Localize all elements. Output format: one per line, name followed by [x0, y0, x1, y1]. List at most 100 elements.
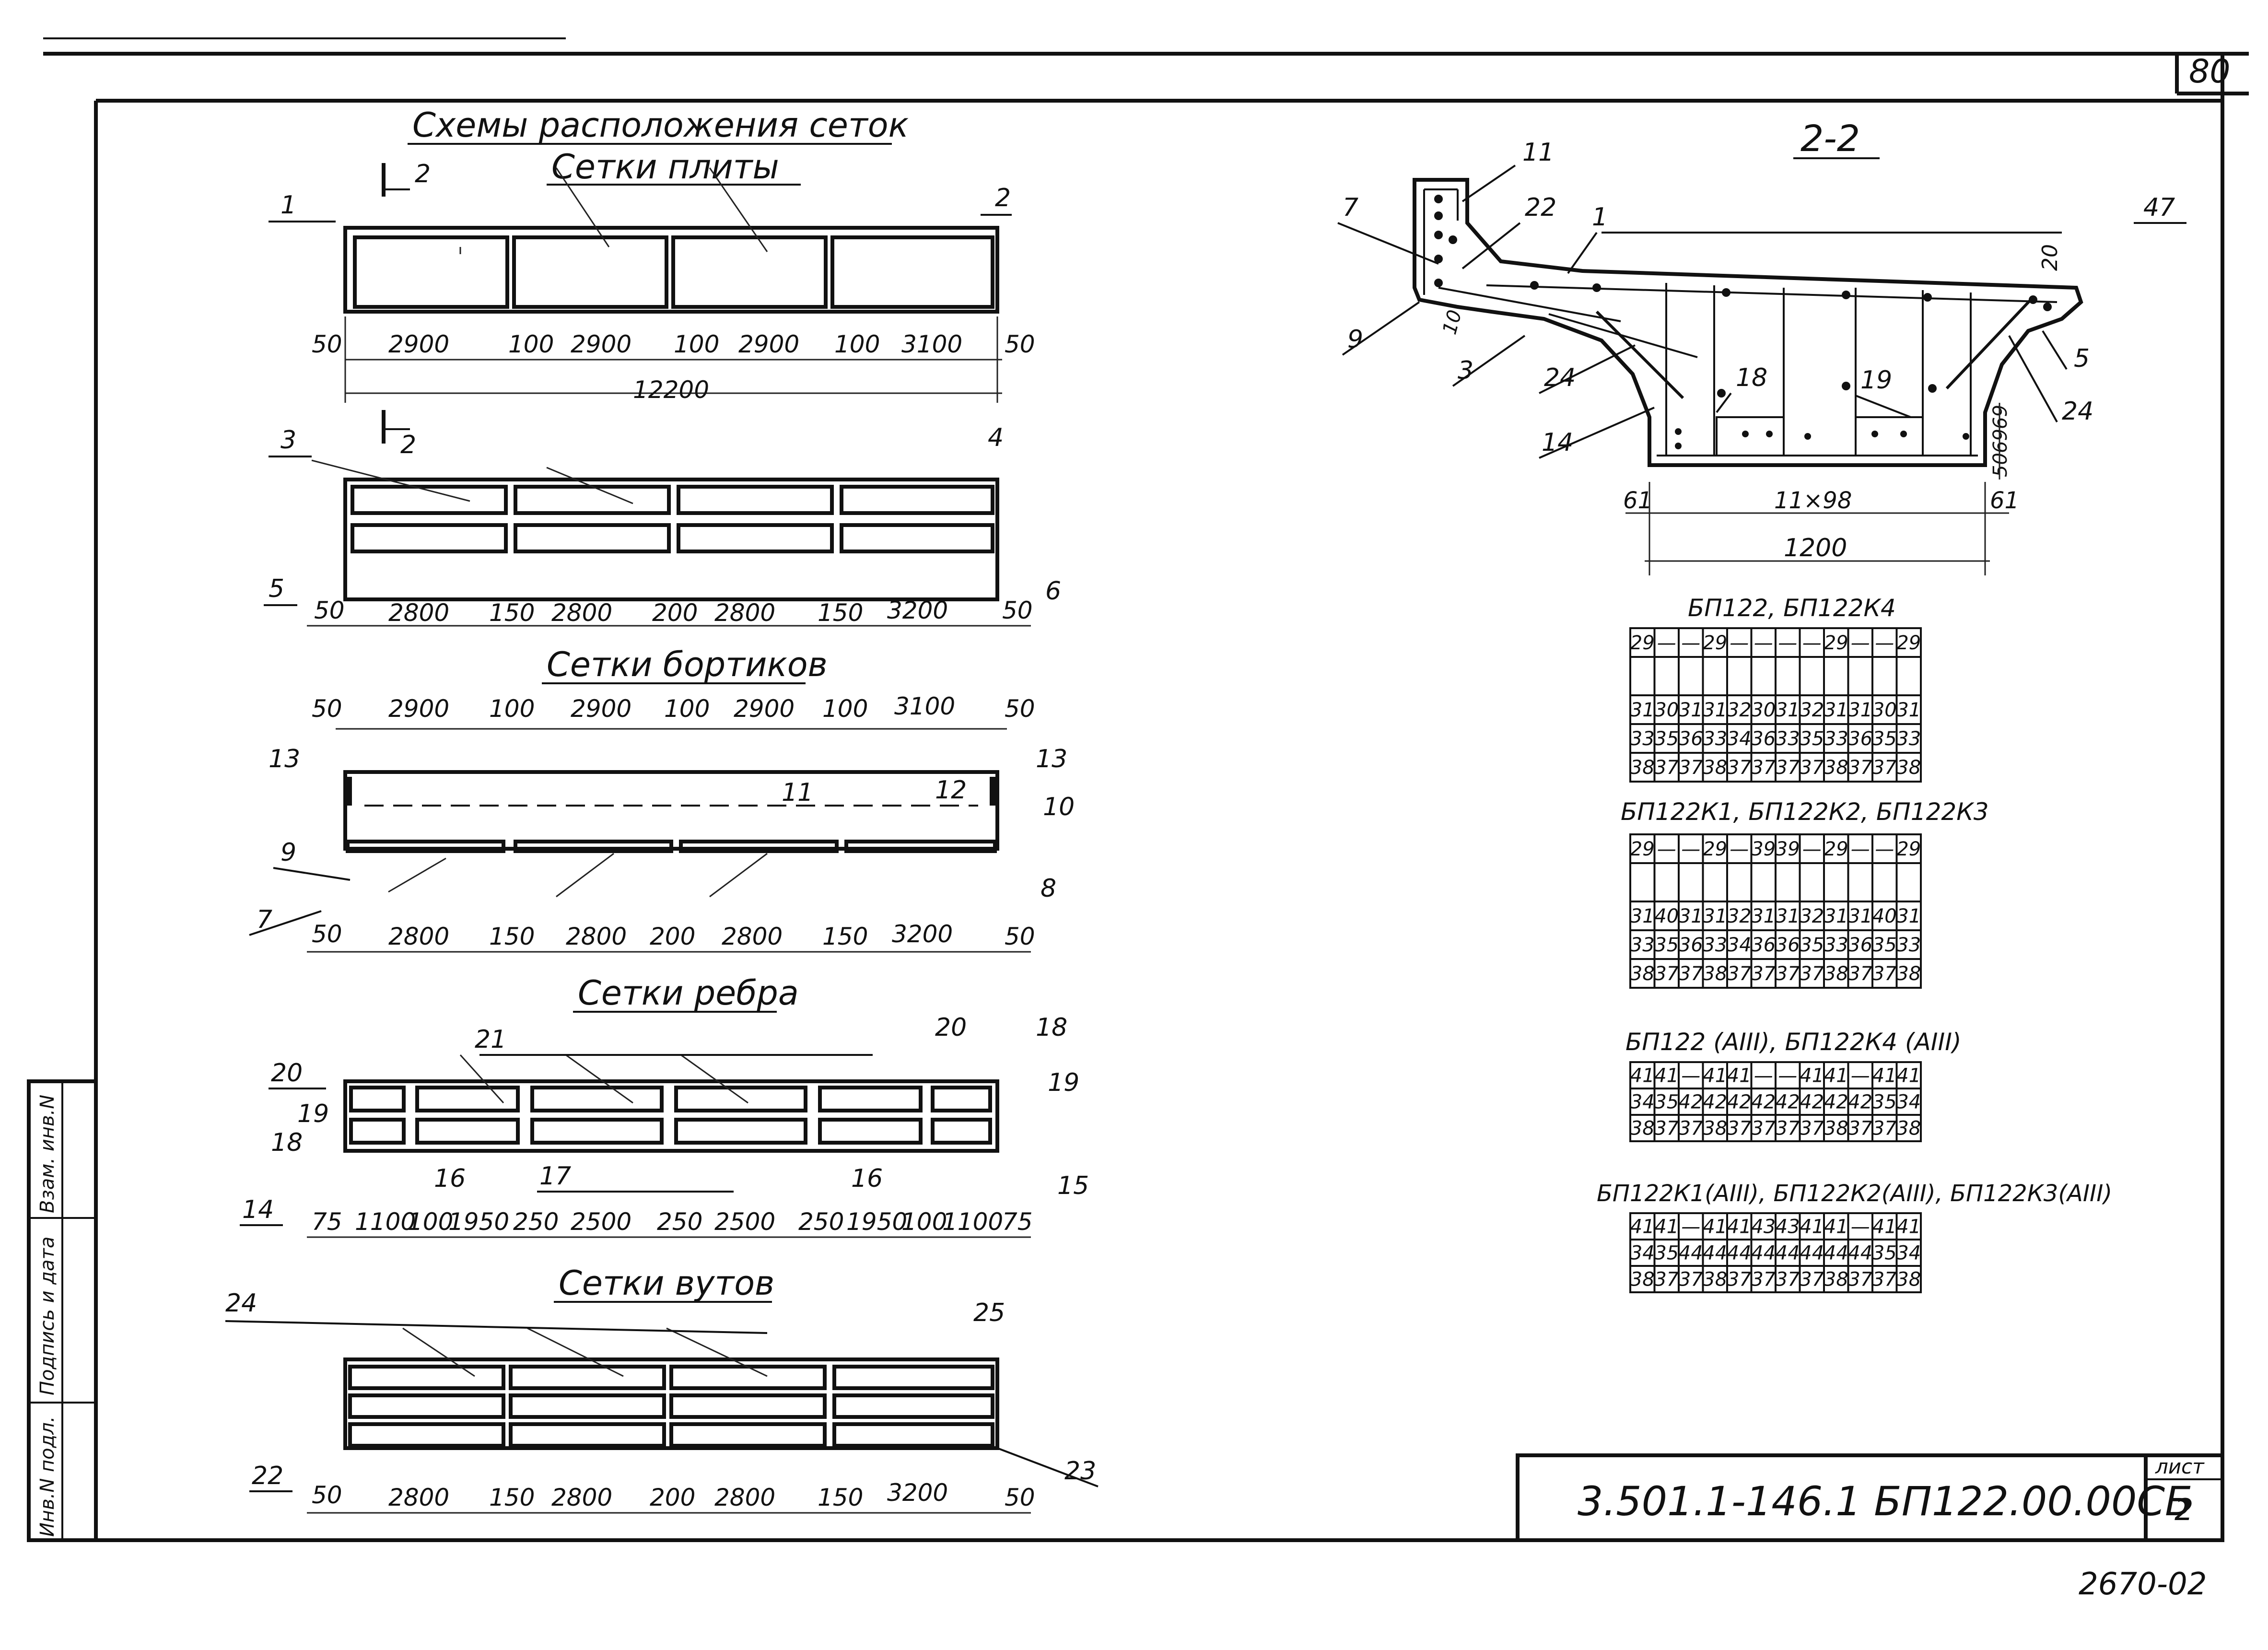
- rib-callout-20b: 20: [935, 1013, 967, 1042]
- margin-stamp-2: Подпись и дата: [36, 1237, 58, 1395]
- table-1-cell: [1823, 656, 1849, 696]
- table-4-cell: [1702, 1265, 1728, 1293]
- table-1-value: 33: [1776, 728, 1800, 750]
- table-2-value: 38: [1630, 963, 1655, 985]
- plate-dim-t6: 100: [834, 330, 880, 358]
- plate-callout-2: 2: [995, 184, 1011, 212]
- table-3-cell: [1895, 1061, 1922, 1089]
- rib-dim-4: 250: [513, 1208, 559, 1236]
- margin-stamp-3: Взам. инв.N: [36, 1095, 58, 1213]
- rib-dim-7: 2500: [714, 1208, 775, 1236]
- corner-number: 80: [2189, 53, 2231, 91]
- section-rebar-dots: [1434, 195, 2052, 449]
- sides-dim-t2: 100: [489, 695, 535, 723]
- table-4-value: 38: [1896, 1269, 1921, 1291]
- section-callout-19: 19: [1860, 366, 1892, 395]
- sides-mesh: [343, 770, 999, 898]
- table-2-cell: [1799, 862, 1825, 902]
- table-1-value: 38: [1824, 757, 1848, 779]
- table-4-value: 35: [1654, 1242, 1679, 1264]
- table-2-cell: [1629, 862, 1656, 902]
- plate-dim-b1: 2800: [388, 599, 449, 627]
- table-4-value: 43: [1751, 1216, 1776, 1238]
- table-1-value: 33: [1824, 728, 1848, 750]
- rib-dim-9: 1950: [846, 1208, 907, 1236]
- plate-dim-b8: 50: [1002, 597, 1033, 624]
- table-1-value: 30: [1872, 699, 1897, 721]
- table-2-cell: [1847, 958, 1873, 989]
- table-1-cell: [1799, 694, 1825, 725]
- table-3-value: —: [1681, 1065, 1700, 1087]
- rib-callout-20a: 20: [271, 1059, 303, 1088]
- haunch-dim-1: 2800: [388, 1484, 449, 1511]
- table-3-value: 41: [1630, 1065, 1655, 1087]
- section-title: 2-2: [1800, 117, 1860, 160]
- table-1-value: 38: [1703, 757, 1727, 779]
- table-4-value: 37: [1751, 1269, 1776, 1291]
- rib-dim-3: 1950: [448, 1208, 509, 1236]
- table-4-value: —: [1851, 1216, 1870, 1238]
- table-2-cell: [1750, 862, 1777, 902]
- table-2-value: 35: [1800, 934, 1824, 956]
- rib-callout-17: 17: [539, 1162, 571, 1191]
- table-3-value: 38: [1703, 1118, 1727, 1140]
- section-callout-11: 11: [1522, 138, 1554, 167]
- table-4-value: 44: [1703, 1242, 1727, 1264]
- sheet-frame: [27, 37, 2249, 1542]
- plate-dim-b3: 2800: [551, 599, 612, 627]
- table-2-value: 35: [1872, 934, 1897, 956]
- main-title: Схемы расположения сеток: [412, 105, 909, 145]
- table-3-value: 41: [1824, 1065, 1848, 1087]
- rib-mesh: [343, 1054, 999, 1153]
- plate-dim-b6: 150: [818, 599, 863, 627]
- section-callout-1: 1: [1592, 203, 1608, 232]
- plate-title: Сетки плиты: [551, 147, 779, 187]
- margin-stamp-1: Инв.N подл.: [36, 1416, 58, 1537]
- section-callout-5: 5: [2074, 344, 2090, 373]
- table-1-cell: [1775, 752, 1801, 783]
- section-callout-18: 18: [1736, 363, 1767, 392]
- plate-dim-b5: 2800: [714, 599, 775, 627]
- table-3-value: 38: [1824, 1118, 1848, 1140]
- rib-callout-16b: 16: [851, 1164, 883, 1193]
- sides-dim-t4: 100: [664, 695, 710, 723]
- plate-callout-5: 5: [269, 574, 284, 603]
- sides-dim-b5: 2800: [722, 923, 783, 950]
- table-4-value: 37: [1776, 1269, 1800, 1291]
- table-2-cell: [1895, 862, 1922, 902]
- table-1-cell: [1895, 752, 1922, 783]
- table-4-value: 37: [1872, 1269, 1897, 1291]
- table-1-value: 29: [1824, 632, 1848, 654]
- table-3-value: 37: [1872, 1118, 1897, 1140]
- table-1-value: 35: [1800, 728, 1824, 750]
- haunch-callout-25: 25: [973, 1299, 1005, 1327]
- table-2-value: 37: [1727, 963, 1752, 985]
- section-drawing: [1413, 178, 2083, 467]
- section-callout-14: 14: [1542, 428, 1573, 457]
- table-1-value: —: [1802, 632, 1822, 654]
- table-2-cell: [1823, 958, 1849, 989]
- table-2-cell: [1895, 901, 1922, 931]
- table-3-cell: [1895, 1114, 1922, 1142]
- rib-callout-15: 15: [1057, 1171, 1089, 1200]
- table-3-value: 41: [1800, 1065, 1824, 1087]
- table-1-value: 31: [1630, 699, 1655, 721]
- table-1-cell: [1871, 752, 1898, 783]
- table-4-value: 41: [1872, 1216, 1897, 1238]
- table-3-value: —: [1851, 1065, 1870, 1087]
- rib-dim-12: 75: [1002, 1208, 1033, 1236]
- table-3-cell: [1726, 1061, 1753, 1089]
- table-1-value: —: [1730, 632, 1749, 654]
- table-2-cell: [1653, 862, 1680, 902]
- table-3-value: 35: [1654, 1091, 1679, 1113]
- table-2-value: 29: [1703, 838, 1727, 860]
- table-2-value: 39: [1776, 838, 1800, 860]
- table-3-value: 38: [1630, 1118, 1655, 1140]
- section-callout-7: 7: [1343, 193, 1358, 222]
- table-1-cell: [1726, 752, 1753, 783]
- table-4-cell: [1847, 1239, 1873, 1267]
- designation: 3.501.1-146.1 БП122.00.00СБ: [1578, 1478, 2193, 1525]
- table-2-value: 34: [1727, 934, 1752, 956]
- table-2-value: —: [1730, 838, 1749, 860]
- table-2-value: 36: [1776, 934, 1800, 956]
